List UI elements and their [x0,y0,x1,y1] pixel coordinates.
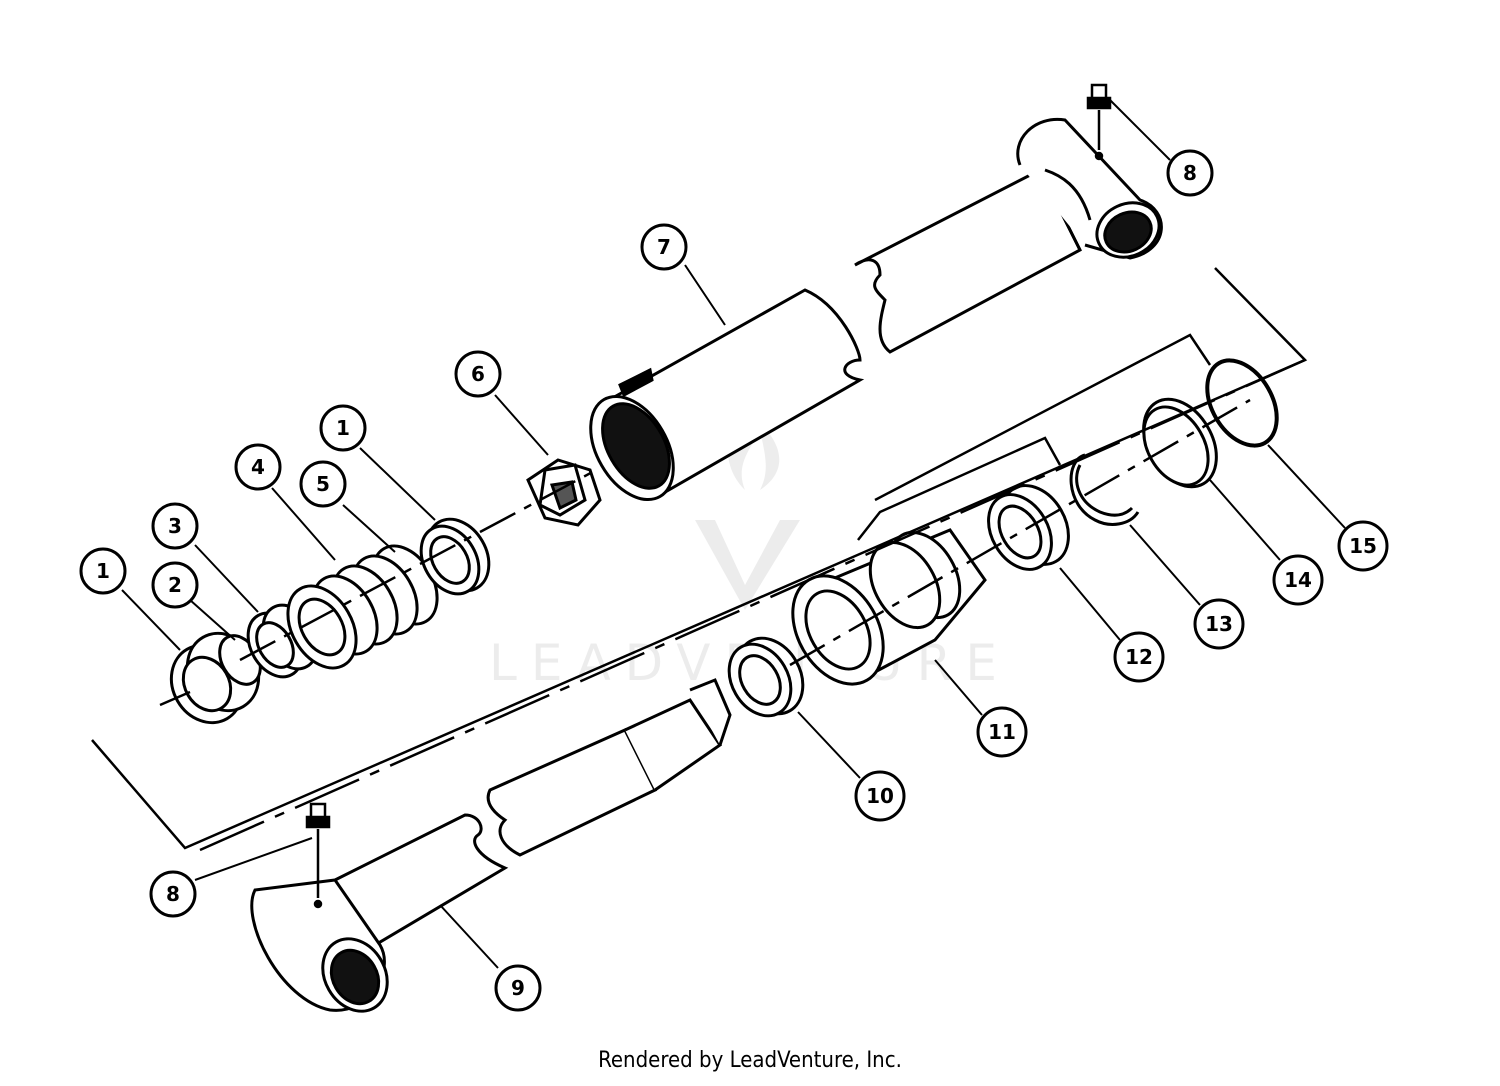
part-14-ring[interactable] [1129,386,1231,499]
svg-text:4: 4 [251,455,265,479]
callout-5[interactable]: 5 [299,460,347,508]
part-6-hex-nut[interactable] [526,458,602,527]
svg-text:10: 10 [866,784,894,808]
callout-14[interactable]: 14 [1272,554,1324,606]
center-lines [91,267,1308,852]
svg-text:5: 5 [316,472,330,496]
callout-6[interactable]: 6 [454,350,502,398]
callout-12[interactable]: 12 [1113,631,1165,683]
callout-11[interactable]: 11 [976,706,1028,758]
svg-text:13: 13 [1205,612,1233,636]
svg-text:8: 8 [166,882,180,906]
svg-text:8: 8 [1183,161,1197,185]
callout-10[interactable]: 10 [854,770,906,822]
svg-text:3: 3 [168,514,182,538]
svg-text:6: 6 [471,362,485,386]
callout-15[interactable]: 15 [1337,520,1389,572]
part-11-gland[interactable] [774,520,987,700]
callout-7[interactable]: 7 [640,223,688,271]
svg-text:7: 7 [657,235,671,259]
part-1-seal-right[interactable] [409,508,501,604]
callout-3[interactable]: 3 [151,502,199,550]
footer-credit: Rendered by LeadVenture, Inc. [598,1048,902,1073]
callout-8-bottom[interactable]: 8 [149,870,197,918]
svg-text:11: 11 [988,720,1016,744]
part-9-rod[interactable] [250,678,732,1023]
callout-2[interactable]: 2 [151,561,199,609]
callout-4[interactable]: 4 [234,443,282,491]
callout-1-right[interactable]: 1 [319,404,367,452]
callout-8-top[interactable]: 8 [1166,149,1214,197]
svg-text:9: 9 [511,976,525,1000]
svg-text:1: 1 [336,416,350,440]
callouts: 1 2 3 4 5 1 6 7 8 8 9 10 11 12 13 14 15 [79,149,1389,1012]
svg-text:1: 1 [96,559,110,583]
callout-1-left[interactable]: 1 [79,547,127,595]
part-8-grease-fitting-top[interactable] [1086,83,1112,161]
part-8-grease-fitting-bottom[interactable] [305,802,331,909]
svg-text:2: 2 [168,573,182,597]
leader-lines [121,99,1346,969]
svg-text:14: 14 [1284,568,1312,592]
svg-text:15: 15 [1349,534,1377,558]
svg-text:12: 12 [1125,645,1153,669]
part-15-o-ring[interactable] [1193,348,1291,458]
callout-9[interactable]: 9 [494,964,542,1012]
part-7-barrel[interactable] [574,117,1168,514]
part-10-wiper[interactable] [717,626,816,727]
callout-13[interactable]: 13 [1193,598,1245,650]
part-13-snap-ring[interactable] [1069,453,1140,526]
